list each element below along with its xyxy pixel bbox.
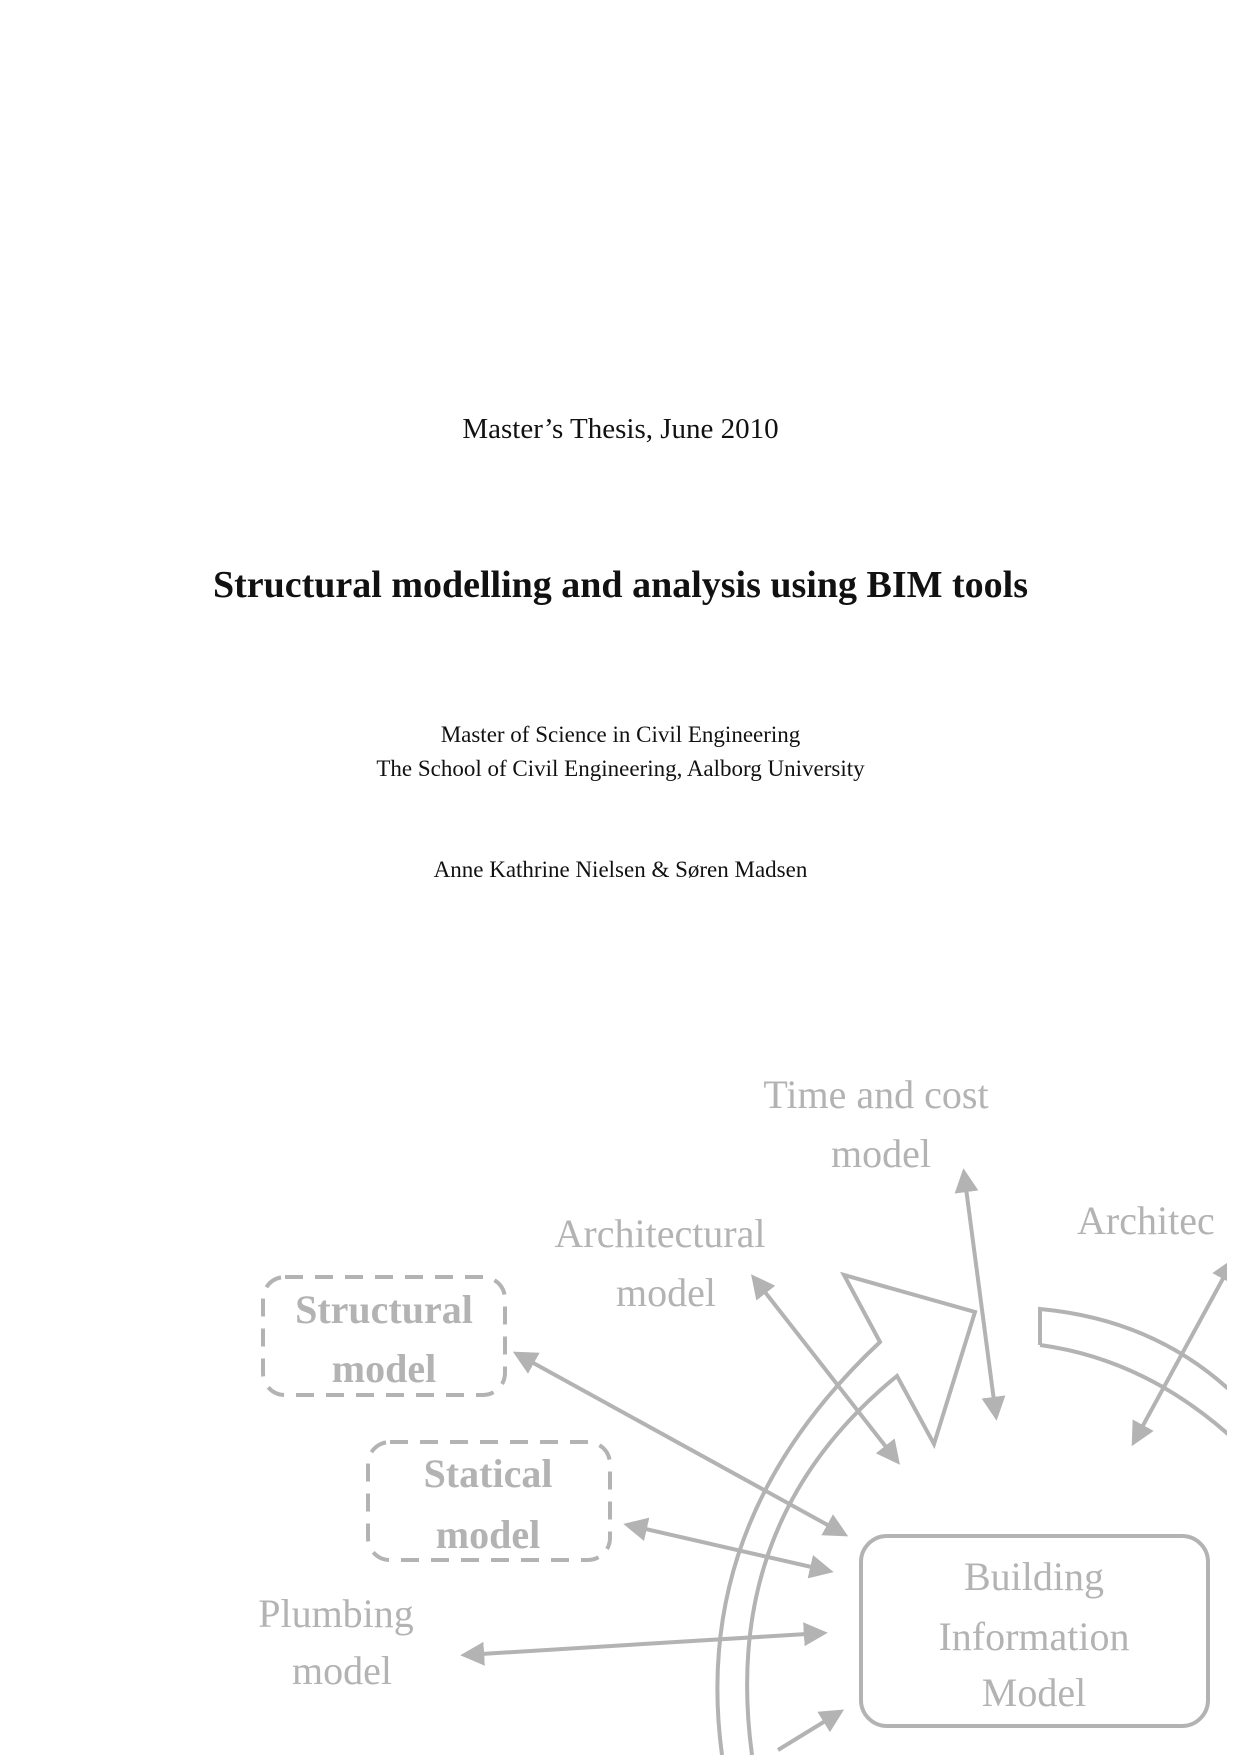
- statical-arrow: [623, 1517, 834, 1579]
- structural-arrow: [512, 1351, 849, 1537]
- structural-label-1: Structural: [295, 1287, 473, 1332]
- statical-label-2: model: [436, 1512, 540, 1557]
- right-arrow: [1131, 1257, 1227, 1447]
- bottom-arrow: [776, 1709, 845, 1752]
- right-arc-band: [1038, 1306, 1227, 1436]
- time-cost-label-1: Time and cost: [763, 1072, 988, 1117]
- bim-label-1: Building: [964, 1554, 1104, 1599]
- plumbing-label-2: model: [292, 1648, 392, 1693]
- time-cost-label-2: model: [831, 1131, 931, 1176]
- degree: Master of Science in Civil Engineering: [440, 722, 801, 747]
- big-arrow-shape: [715, 1271, 978, 1755]
- architectural-label-1: Architectural: [555, 1211, 766, 1256]
- architectural-arrow: [751, 1274, 900, 1465]
- time-cost-arrow: [954, 1168, 1006, 1421]
- architectural-right-label: Architec: [1077, 1198, 1215, 1243]
- authors: Anne Kathrine Nielsen & Søren Madsen: [433, 857, 808, 882]
- page-title: Structural modelling and analysis using …: [212, 564, 1029, 606]
- plumbing-arrow: [460, 1622, 828, 1666]
- thesis-date: Master’s Thesis, June 2010: [462, 413, 779, 445]
- bim-label-3: Model: [982, 1670, 1086, 1715]
- structural-label-2: model: [332, 1346, 436, 1391]
- plumbing-label-1: Plumbing: [258, 1591, 414, 1636]
- architectural-label-2: model: [616, 1270, 716, 1315]
- statical-model-box: [366, 1440, 612, 1562]
- structural-model-box: [261, 1275, 507, 1397]
- bim-label-2: Information: [938, 1614, 1129, 1659]
- statical-label-1: Statical: [424, 1451, 553, 1496]
- school: The School of Civil Engineering, Aalborg…: [376, 756, 865, 781]
- bim-box: [859, 1534, 1210, 1728]
